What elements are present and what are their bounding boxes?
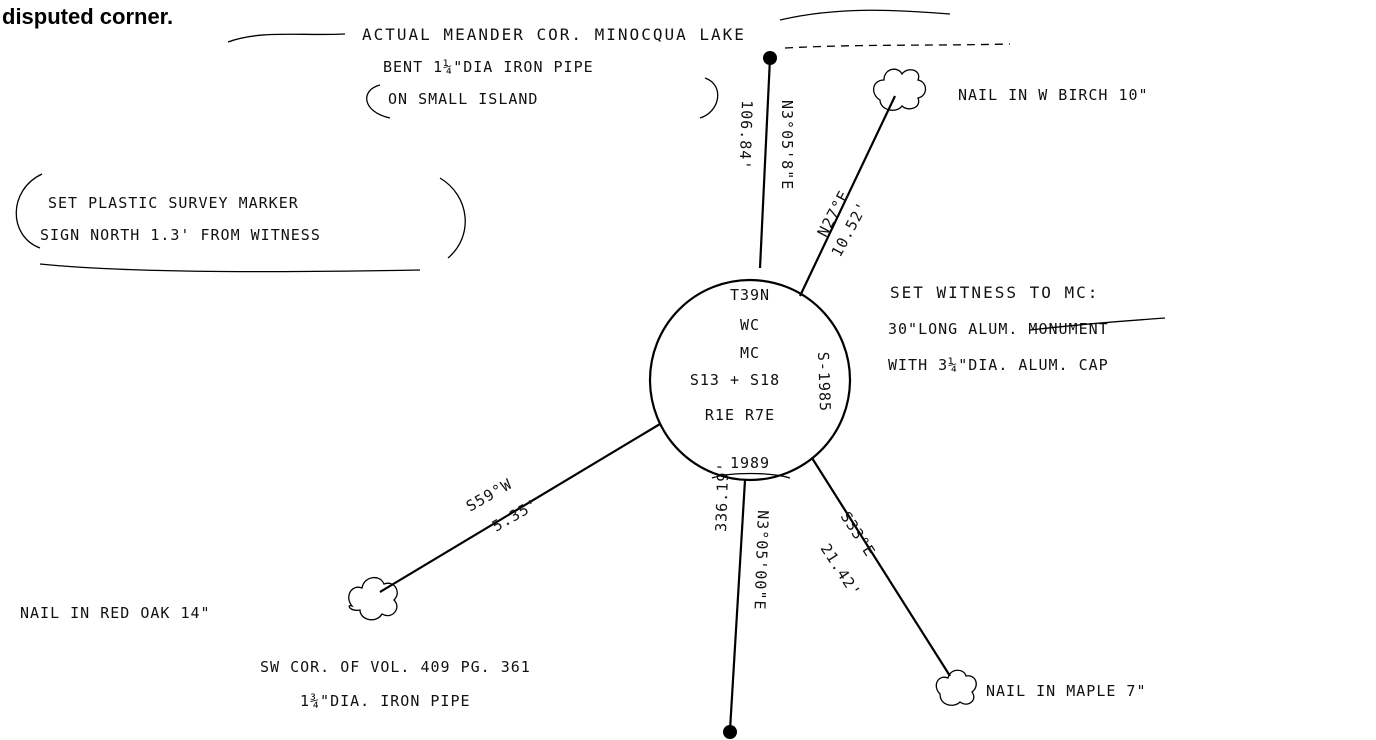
red-oak-tree-icon: [348, 577, 398, 621]
maple-tree-icon: [935, 669, 977, 706]
south-distance: 336.19': [712, 461, 732, 532]
vol-line2: 1¾"DIA. IRON PIPE: [300, 692, 471, 710]
range-label: R1E R7E: [705, 406, 775, 424]
maple-line: [811, 457, 951, 677]
island-bracket-left: [366, 84, 391, 119]
year-underline: [711, 472, 791, 479]
marker-bracket-right: [439, 177, 466, 259]
birch-tree-icon: [873, 68, 927, 111]
bent-pipe-label: BENT 1¼"DIA IRON PIPE: [383, 58, 594, 76]
witness-line3: WITH 3¼"DIA. ALUM. CAP: [888, 356, 1109, 374]
small-island-label: ON SMALL ISLAND: [388, 90, 538, 108]
witness-line1: SET WITNESS TO MC:: [890, 283, 1099, 302]
north-bearing: N3°05'8"E: [778, 100, 796, 190]
township-label: T39N: [730, 286, 770, 304]
red-oak-label: NAIL IN RED OAK 14": [20, 604, 211, 622]
birch-line: [799, 95, 896, 297]
meander-curve-left: [227, 33, 346, 43]
meander-curve-right: [779, 9, 951, 21]
north-distance: 106.84': [736, 100, 756, 171]
disputed-corner-caption: disputed corner.: [2, 4, 173, 29]
meander-label: ACTUAL MEANDER COR. MINOCQUA LAKE: [362, 25, 746, 44]
mc-label: MC: [740, 344, 760, 362]
side-stamp: S-1985: [814, 352, 834, 413]
marker-line2: SIGN NORTH 1.3' FROM WITNESS: [40, 226, 321, 244]
wc-label: WC: [740, 316, 760, 334]
north-pipe-dot: [763, 51, 777, 65]
witness-underline: [1029, 317, 1166, 331]
birch-label: NAIL IN W BIRCH 10": [958, 86, 1149, 104]
south-pipe-dot: [723, 725, 737, 739]
sections-label: S13 + S18: [690, 371, 780, 389]
vol-line1: SW COR. OF VOL. 409 PG. 361: [260, 658, 531, 676]
marker-bracket-left: [15, 173, 43, 249]
marker-underline: [39, 263, 421, 273]
marker-line1: SET PLASTIC SURVEY MARKER: [48, 194, 299, 212]
year-label: 1989: [730, 454, 770, 472]
witness-line2: 30"LONG ALUM. MONUMENT: [888, 320, 1109, 338]
south-line: [728, 479, 747, 731]
maple-bearing: S33°E: [837, 508, 879, 560]
meander-dashed-line: [784, 43, 1011, 49]
maple-label: NAIL IN MAPLE 7": [986, 682, 1147, 700]
island-bracket-right: [699, 77, 719, 119]
north-line: [758, 57, 772, 269]
corner-circle: [648, 278, 852, 482]
red-oak-line: [379, 423, 661, 593]
south-bearing: N3°05'00"E: [751, 510, 772, 611]
